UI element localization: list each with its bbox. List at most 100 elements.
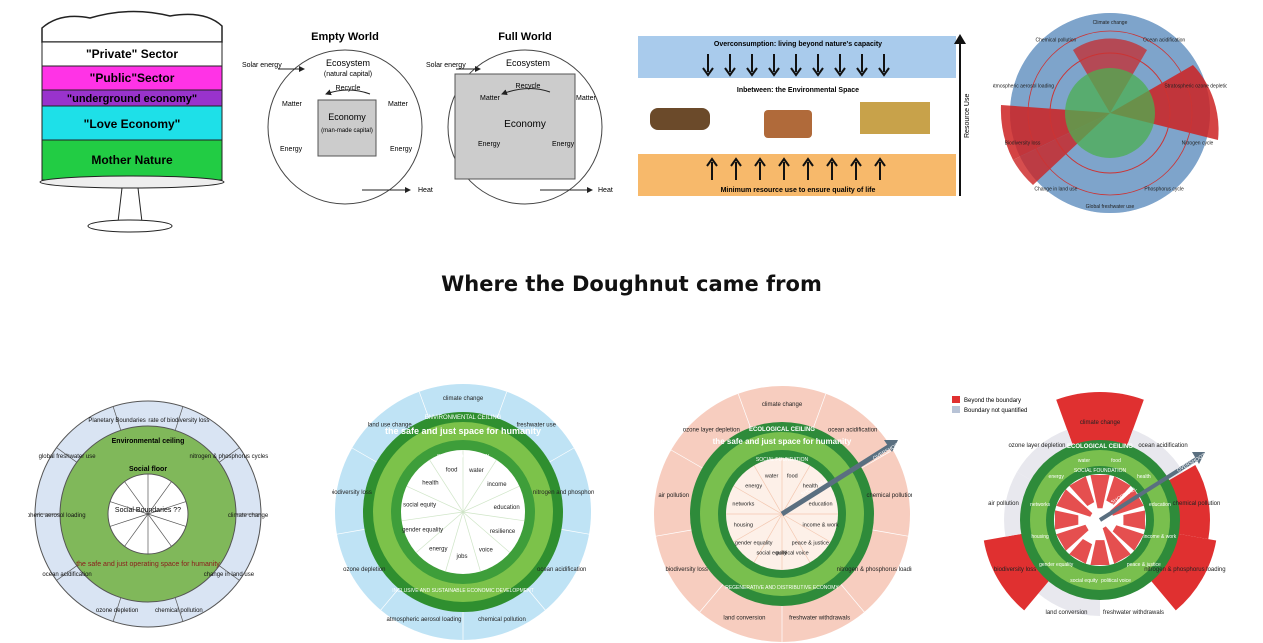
blue-social-label: gender equality: [402, 527, 443, 533]
env-ceiling-label: Environmental ceiling: [112, 438, 185, 445]
red-outer-spokes: [655, 393, 909, 642]
final-social-label: political voice: [1101, 578, 1131, 584]
legend-beyond-swatch: [952, 396, 960, 403]
red-social-label: networks: [732, 502, 754, 508]
red-doughnut-diagram: ECOLOGICAL CEILING the safe and just spa…: [654, 386, 912, 642]
environmental-space-diagram: Overconsumption: living beyond nature's …: [638, 32, 972, 200]
blue-social-label: education: [494, 505, 520, 511]
blue-social-label: voice: [479, 548, 494, 554]
final-boundary-label: ocean acidification: [1138, 443, 1187, 449]
blue-outer-spokes: [336, 391, 590, 640]
sketch-boundary-label: atmospheric aerosol loading: [28, 513, 86, 519]
legend-beyond-label: Beyond the boundary: [964, 398, 1021, 404]
boundary-label: Nitrogen cycle: [1182, 140, 1214, 146]
blue-inner-spokes: [401, 450, 525, 572]
final-boundary-label: air pollution: [988, 501, 1019, 507]
final-boundary-label: nitrogen & phosphorus loading: [1144, 567, 1225, 573]
shortfall-bar: [1102, 526, 1131, 564]
cake-layer-public: "Public"Sector: [90, 71, 175, 85]
blue-social-label: social equity: [403, 503, 436, 509]
blue-boundary-label: ozone depletion: [343, 567, 385, 573]
heat-label-2: Heat: [598, 187, 613, 194]
blue-boundary-label: freshwater use: [517, 423, 557, 429]
final-social-label: networks: [1030, 502, 1051, 508]
blue-boundary-label: biodiversity loss: [332, 490, 372, 496]
social-boundaries-label: Social Boundaries ??: [115, 507, 181, 514]
final-shortfall-bars: [1055, 475, 1145, 565]
red-social-label: income & work: [803, 522, 839, 528]
cake-layer-private: "Private" Sector: [86, 47, 178, 61]
sketch-boundary-label: nitrogen & phosphorus cycles: [190, 454, 268, 460]
red-boundary-label: chemical pollution: [866, 493, 912, 499]
layer-cake-diagram: "Private" Sector "Public"Sector "undergr…: [39, 10, 225, 233]
down-arrows: [702, 54, 890, 77]
final-social-label: peace & justice: [1127, 562, 1161, 568]
red-ring-top: ECOLOGICAL CEILING: [749, 427, 815, 433]
energy-label-a: Energy: [280, 146, 303, 153]
matter-label-b: Matter: [388, 101, 409, 108]
final-ring-top: ECOLOGICAL CEILING: [1067, 444, 1133, 450]
final-social-label: social equity: [1070, 578, 1098, 584]
matter-label-c: Matter: [480, 95, 501, 102]
sketch-boundary-label: ozone depletion: [96, 608, 138, 614]
shortfall-bar: [1112, 525, 1144, 551]
blue-boundary-label: chemical pollution: [478, 617, 526, 623]
shortfall-bar: [1123, 510, 1145, 530]
sketch-boundary-label: climate change: [228, 513, 268, 519]
blue-boundary-label: climate change: [443, 396, 484, 402]
sketch-boundary-label: rate of biodiversity loss: [148, 418, 209, 424]
red-social-label: food: [787, 473, 798, 479]
shortfall-bar: [1056, 524, 1089, 551]
energy-label-c: Energy: [478, 141, 501, 148]
final-social-label: food: [1111, 458, 1121, 464]
sketch-boundary-label: global freshwater use: [39, 454, 97, 460]
shortfall-bar: [1056, 489, 1093, 517]
legend-not-quantified-swatch: [952, 406, 960, 413]
final-social-label: health: [1137, 474, 1151, 480]
final-social-label: housing: [1031, 534, 1049, 540]
final-social-label: education: [1149, 502, 1171, 508]
env-space-top-text: Overconsumption: living beyond nature's …: [714, 41, 882, 48]
energy-label-d: Energy: [552, 141, 575, 148]
shortfall-bar: [1090, 475, 1110, 509]
env-space-middle-text: Inbetween: the Environmental Space: [737, 87, 859, 94]
cake-layer-love: "Love Economy": [84, 117, 181, 131]
blue-social-label: food: [446, 468, 458, 474]
blue-social-label: water: [468, 468, 484, 474]
red-boundary-label: freshwater withdrawals: [789, 615, 850, 621]
red-boundary-label: nitrogen & phosphorus loading: [837, 567, 912, 573]
red-boundary-label: ozone layer depletion: [683, 428, 740, 434]
blue-social-label: energy: [429, 546, 447, 552]
cake-layer-underground: "underground economy": [67, 93, 197, 105]
red-boundary-label: ocean acidification: [828, 428, 877, 434]
blue-boundary-label: land use change: [368, 423, 413, 429]
red-boundary-label: climate change: [762, 402, 803, 408]
empty-world-title: Empty World: [311, 31, 379, 43]
final-boundary-label: biodiversity loss: [994, 567, 1036, 573]
blue-arc-text: the safe and just space for humanity: [385, 426, 541, 436]
final-social-label: energy: [1049, 474, 1065, 480]
shortfall-bar: [1055, 510, 1079, 530]
blue-social-label: jobs: [455, 554, 467, 560]
final-inner-title: SOCIAL FOUNDATION: [1074, 468, 1127, 474]
blue-social-label: resilience: [490, 529, 516, 535]
red-ring-bottom: REGENERATIVE AND DISTRIBUTIVE ECONOMY: [725, 585, 839, 591]
red-social-label: health: [803, 484, 818, 490]
empty-full-world-diagram: Empty World Full World Solar energy Sola…: [242, 31, 613, 205]
cake-layer-nature: Mother Nature: [91, 153, 173, 167]
sketch-boundary-label: Planetary Boundaries: [88, 418, 145, 424]
resource-use-axis-label: Resource Use: [964, 94, 971, 138]
final-boundary-label: chemical pollution: [1173, 501, 1221, 507]
sketch-boundary-label: ocean acidification: [42, 572, 91, 578]
sketch-boundary-label: chemical pollution: [155, 608, 203, 614]
red-social-label: water: [764, 473, 779, 479]
recycle-label-2: Recycle: [516, 83, 541, 90]
safe-space-label: the safe and just operating space for hu…: [76, 561, 220, 568]
blue-ring-bottom: INCLUSIVE AND SUSTAINABLE ECONOMIC DEVEL…: [392, 588, 534, 594]
boundary-label: Biodiversity loss: [1005, 140, 1041, 146]
ecosystem-label: Ecosystem: [326, 58, 370, 68]
legend-not-quantified-label: Boundary not quantified: [964, 408, 1027, 414]
social-floor-label: Social floor: [129, 466, 167, 473]
